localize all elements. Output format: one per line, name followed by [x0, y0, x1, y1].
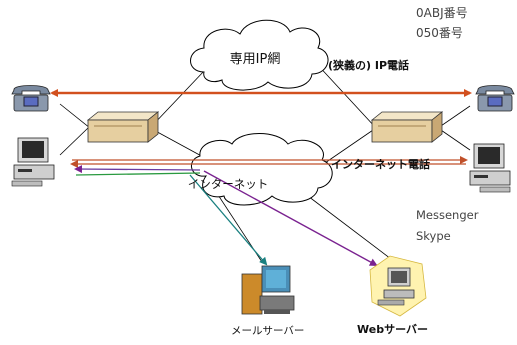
gateway-router-icon: [370, 111, 444, 143]
internet-cloud: [191, 133, 333, 206]
mail-server-icon: [241, 265, 295, 315]
number-050-label: 050番号: [416, 26, 463, 40]
number-0abj-label: 0ABJ番号: [416, 6, 468, 20]
narrow-ip-phone-label: (狭義の) IP電話: [328, 59, 410, 72]
telephone-icon: [475, 85, 515, 112]
computer-icon: [11, 137, 55, 187]
mail-route-line: [189, 174, 268, 266]
web-server-label: Webサーバー: [357, 323, 428, 336]
internet-phone-lines: [70, 156, 468, 168]
private-ip-network-cloud: [190, 19, 329, 91]
computer-icon: [469, 143, 511, 193]
private-ip-network-label: 専用IP網: [230, 52, 281, 67]
skype-label: Skype: [416, 229, 451, 243]
gateway-router-icon: [86, 111, 160, 143]
web-route-line: [203, 170, 378, 266]
green-line: [75, 172, 201, 176]
purple-line: [74, 165, 201, 174]
internet-phone-label: インターネット電話: [331, 158, 430, 171]
telephone-icon: [11, 85, 51, 112]
internet-label: インターネット: [188, 177, 269, 191]
mail-server-label: メールサーバー: [231, 325, 305, 337]
web-server-icon: [369, 255, 427, 317]
messenger-label: Messenger: [416, 208, 479, 222]
